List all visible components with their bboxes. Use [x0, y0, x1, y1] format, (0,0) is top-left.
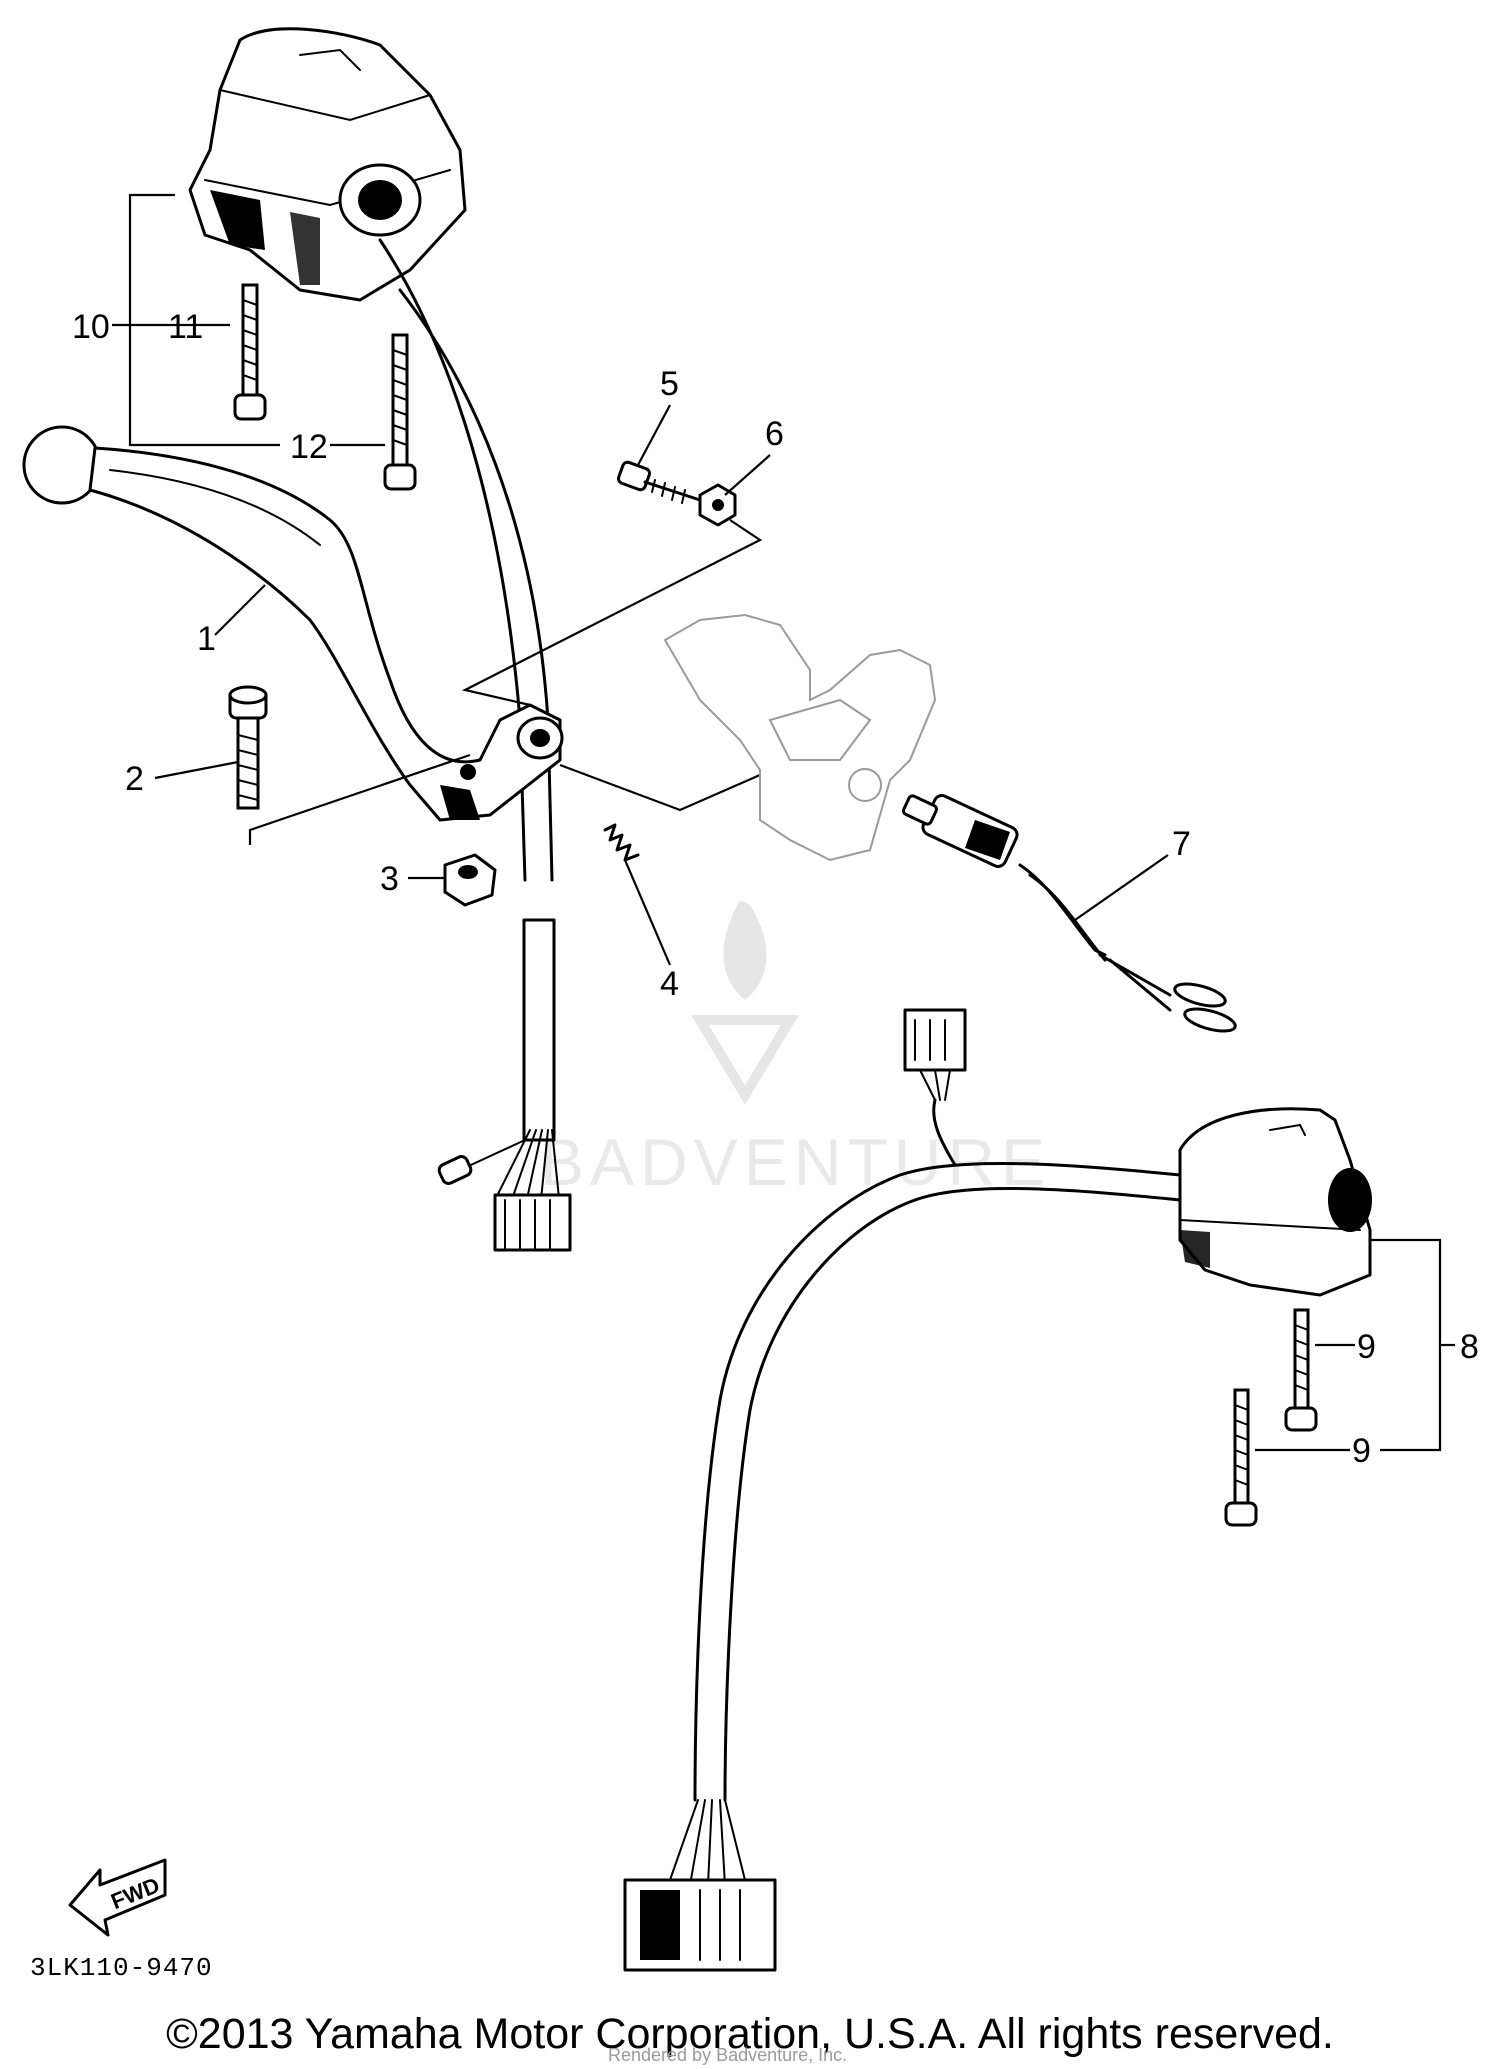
leader-7 [1074, 854, 1169, 921]
clutch-lever [22, 425, 564, 822]
leader-6 [724, 454, 771, 496]
assembly-guide-lines [248, 519, 763, 845]
copyright-notice: ©2013 Yamaha Motor Corporation, U.S.A. A… [166, 2010, 1334, 2058]
callout-9-lower: 9 [1352, 1432, 1371, 1470]
lever-bolt-2 [228, 685, 268, 810]
leader-2 [154, 760, 239, 780]
right-screw-9-upper [1284, 1308, 1318, 1432]
rendered-by-watermark: Rendered by Badventure, Inc. [608, 2045, 848, 2065]
callout-5: 5 [660, 365, 679, 403]
right-switch-housing [1178, 1107, 1372, 1297]
fwd-arrow: FWD [68, 1858, 167, 1937]
leader-5 [637, 404, 671, 466]
diagram-code: 3LK110-9470 [30, 1953, 213, 1983]
bracket-8 [1255, 1238, 1455, 1452]
left-switch-housing [188, 27, 467, 302]
callout-3: 3 [380, 860, 399, 898]
leader-4 [623, 859, 672, 966]
callout-9-upper: 9 [1357, 1328, 1376, 1366]
pivot-bolt-5 [616, 460, 702, 504]
right-screw-9-lower [1224, 1388, 1258, 1527]
left-harness-cable-edge [398, 288, 554, 882]
right-harness-cable-edge [723, 1186, 1182, 1802]
callout-12: 12 [290, 428, 328, 466]
right-small-connector [903, 1008, 967, 1167]
callout-7: 7 [1172, 825, 1191, 863]
left-harness-connector [437, 918, 572, 1252]
screw-12 [383, 333, 417, 491]
left-harness-cable [378, 238, 527, 882]
lever-perch-outline [663, 613, 937, 862]
leader-1 [214, 584, 266, 636]
right-harness-cable [693, 1161, 1182, 1802]
lever-spring-4 [603, 823, 640, 862]
watermark-text: BADVENTURE [540, 1125, 1051, 1199]
callout-8: 8 [1460, 1328, 1479, 1366]
bracket-10 [112, 193, 385, 447]
lever-nut-3 [443, 853, 497, 907]
callout-4: 4 [660, 965, 679, 1003]
clutch-switch-7 [901, 794, 1237, 1033]
screw-11 [233, 283, 267, 421]
watermark-logo: BADVENTURE [540, 900, 1051, 1199]
callout-6: 6 [765, 415, 784, 453]
callout-11: 11 [168, 308, 203, 346]
callout-10: 10 [72, 308, 110, 346]
callout-2: 2 [125, 760, 144, 798]
callout-1: 1 [197, 620, 216, 658]
right-harness-connector [623, 1799, 777, 1972]
